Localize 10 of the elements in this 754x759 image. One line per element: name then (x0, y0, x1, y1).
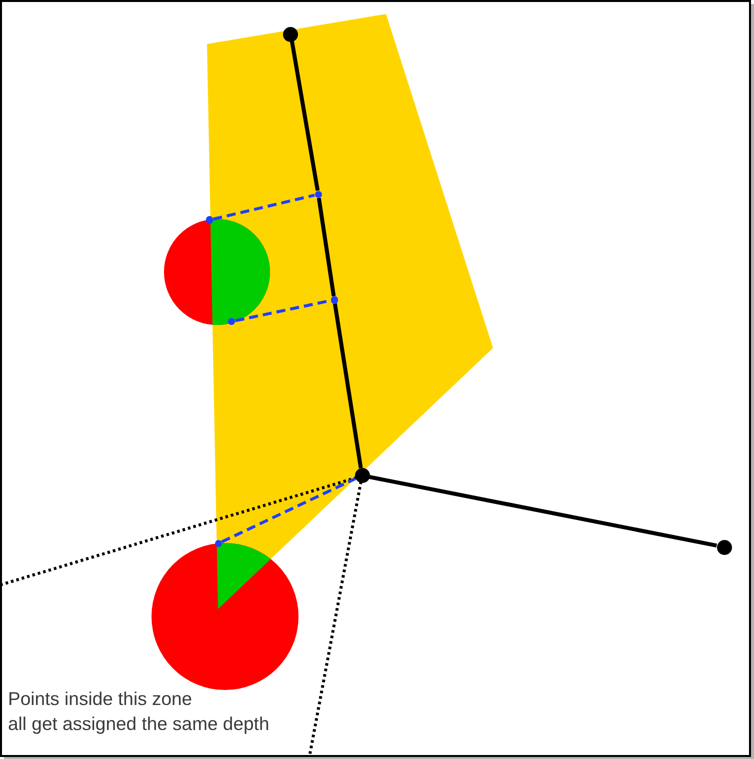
skeleton-segment (332, 303, 363, 468)
skeleton-segment (368, 475, 718, 548)
projection-line (212, 194, 315, 221)
skeleton-segment (316, 198, 336, 296)
zone-note: Points inside this zone all get assigned the same depth (8, 687, 270, 736)
joint-dot (716, 540, 732, 554)
joint-dot (283, 26, 298, 42)
projection-line (221, 477, 356, 544)
joint-dot (354, 468, 370, 483)
skeleton-segment (290, 41, 320, 191)
